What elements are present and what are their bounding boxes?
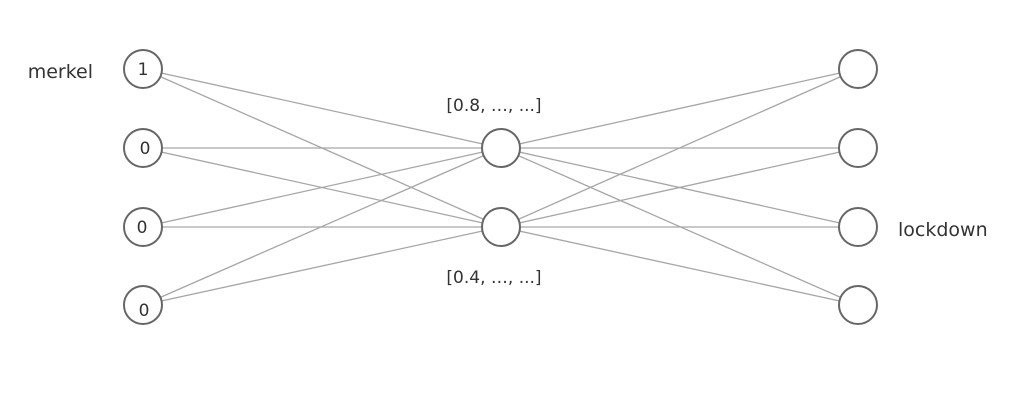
hidden-vector-2: [0.4, …, ...] (446, 268, 541, 288)
edge-input-3-hidden-1 (142, 147, 502, 228)
output-word-label: lockdown (898, 219, 988, 241)
output-node-4 (838, 285, 878, 325)
edge-input-1-hidden-1 (142, 68, 502, 149)
input-value-2: 0 (140, 139, 151, 159)
edge-input-4-hidden-1 (142, 147, 502, 306)
output-node-3 (838, 207, 878, 247)
input-node-1 (123, 49, 163, 89)
hidden-node-2 (481, 207, 521, 247)
output-node-1 (838, 49, 878, 89)
input-node-4 (123, 285, 163, 325)
edge-hidden-2-output-2 (500, 147, 859, 228)
output-node-2 (838, 128, 878, 168)
edge-hidden-2-output-1 (500, 68, 859, 228)
input-value-1: 1 (138, 60, 149, 80)
edge-hidden-1-output-1 (500, 68, 859, 149)
edge-input-4-hidden-2 (142, 226, 502, 306)
input-node-2 (123, 128, 163, 168)
hidden-node-1 (481, 128, 521, 168)
input-value-3: 0 (137, 218, 148, 238)
input-value-4: 0 (139, 301, 150, 321)
hidden-vector-1: [0.8, …, ...] (446, 96, 541, 116)
connections (142, 68, 859, 306)
input-node-3 (123, 207, 163, 247)
input-word-label: merkel (28, 61, 93, 83)
edge-hidden-2-output-4 (500, 226, 859, 306)
neurons (123, 49, 878, 325)
